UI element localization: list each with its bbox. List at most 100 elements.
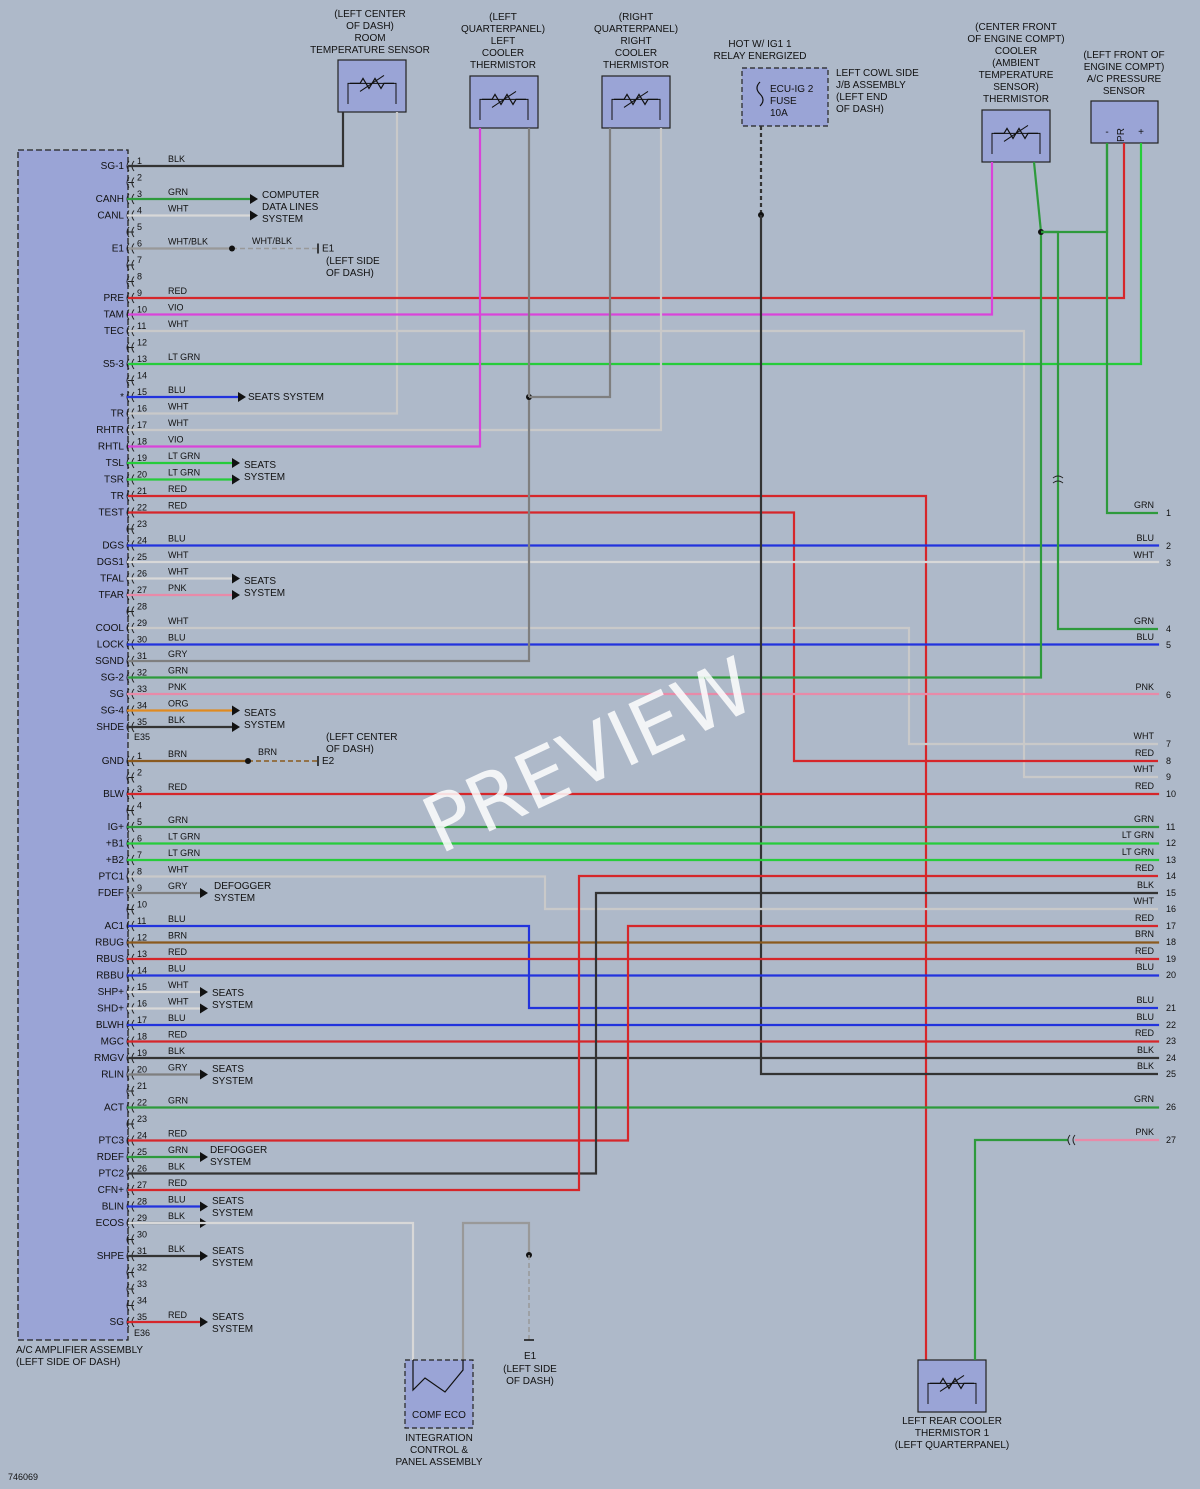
pin-connector-icon — [126, 342, 135, 353]
seats-system-label: SEATS — [212, 1196, 244, 1207]
pin-signal-name: * — [120, 392, 124, 403]
pin-signal-name: TEC — [104, 326, 124, 337]
pin-number: 13 — [137, 354, 147, 364]
pin-signal-name: IG+ — [108, 822, 125, 833]
junction-dot — [245, 758, 251, 764]
amplifier-title: A/C AMPLIFIER ASSEMBLY — [16, 1345, 143, 1356]
jb-label: J/B ASSEMBLY — [836, 80, 906, 91]
ground-e1b-label: E1 — [524, 1351, 537, 1362]
seats-system-label: SEATS — [212, 988, 244, 999]
pin-number: 15 — [137, 982, 147, 992]
pin-signal-name: TSR — [104, 475, 124, 486]
wire-color-label: PNK — [168, 682, 187, 692]
wire-ecos-wht — [128, 1221, 415, 1360]
pin-number: 25 — [137, 1147, 147, 1157]
arrow-icon — [200, 888, 208, 898]
thermistor-arrow — [491, 90, 517, 108]
terminal-wire-color: GRN — [1134, 616, 1154, 626]
ground-e2-location: OF DASH) — [326, 744, 374, 755]
pin-number: 13 — [137, 949, 147, 959]
terminal-wire-color: BRN — [1135, 929, 1154, 939]
pin-number: 29 — [137, 618, 147, 628]
ambient-sensor-label: TEMPERATURE — [979, 70, 1054, 81]
pin-connector-icon — [126, 375, 135, 386]
wire-cool-wht — [128, 626, 1158, 746]
defogger-system-label: SYSTEM — [210, 1157, 251, 1168]
terminal-number: 10 — [1166, 789, 1176, 799]
terminal-number: 14 — [1166, 871, 1176, 881]
pin-number: 27 — [137, 1180, 147, 1190]
room-temperature-sensor-thermistor-icon — [350, 74, 394, 92]
pin-signal-name: PTC2 — [98, 1169, 124, 1180]
pin-number: 33 — [137, 684, 147, 694]
seats-system-label: SEATS — [212, 1064, 244, 1075]
pin-signal-name: TEST — [98, 508, 124, 519]
pin-number: 21 — [137, 486, 147, 496]
ac-amplifier-box — [17, 149, 129, 1341]
right-cooler-thermistor — [601, 75, 671, 129]
pin-signal-name: RLIN — [101, 1070, 124, 1081]
pin-number: 18 — [137, 437, 147, 447]
pin-signal-name: GND — [102, 756, 124, 767]
pin-number: 21 — [137, 1081, 147, 1091]
seats-system-label: SEATS — [212, 1246, 244, 1257]
jb-label: LEFT COWL SIDE — [836, 68, 919, 79]
pin-signal-name: SHP+ — [98, 987, 125, 998]
wire-color-label: RED — [168, 1310, 188, 1320]
wire-color-label: GRY — [168, 649, 187, 659]
wire-color-label: BRN — [168, 931, 187, 941]
thermistor-arrow — [623, 90, 649, 108]
integration-panel-label: CONTROL & — [410, 1445, 468, 1456]
pin-number: 6 — [137, 239, 142, 249]
terminal-wire-color: WHT — [1134, 896, 1155, 906]
pin-connector-icon — [126, 1118, 135, 1130]
ground-e1b-location: (LEFT SIDE — [503, 1364, 557, 1375]
pin-connector-icon — [126, 1283, 135, 1295]
seats-system-label: SYSTEM — [212, 1000, 253, 1011]
seats-system-label: SEATS — [212, 1312, 244, 1323]
pin-number: 29 — [137, 1213, 147, 1223]
pressure-pin-label: + — [1138, 127, 1144, 138]
wire-color-label: BLK — [168, 154, 185, 164]
terminal-number: 15 — [1166, 888, 1176, 898]
terminal-wire-color: LT GRN — [1122, 830, 1154, 840]
pin-number: 20 — [137, 470, 147, 480]
pin-number: 17 — [137, 420, 147, 430]
thermistor-arrow — [1003, 124, 1029, 142]
left-thermistor-label: (LEFT — [489, 12, 517, 23]
arrow-icon — [232, 458, 240, 468]
terminal-number: 18 — [1166, 937, 1176, 947]
pin-signal-name: RMGV — [94, 1053, 124, 1064]
right-thermistor-label: COOLER — [615, 48, 657, 59]
wire-color-label: GRN — [168, 815, 188, 825]
seats-system-label: SYSTEM — [212, 1324, 253, 1335]
terminal-wire-color: BLU — [1136, 533, 1154, 543]
seats-system-label: SYSTEM — [212, 1258, 253, 1269]
terminal-number: 11 — [1166, 822, 1175, 832]
pin-number: 32 — [137, 668, 147, 678]
terminal-number: 22 — [1166, 1020, 1176, 1030]
pin-signal-name: RBBU — [96, 971, 124, 982]
pin-signal-name: TFAL — [100, 574, 124, 585]
thermistor-arrow — [939, 1374, 965, 1392]
wire-color-label: WHT — [168, 550, 189, 560]
pin-connector-icon — [126, 1300, 135, 1311]
wire-color-label: BLK — [168, 1211, 185, 1221]
pin-number: 18 — [137, 1032, 147, 1042]
pin-signal-name: SG — [110, 689, 125, 700]
terminal-wire-color: GRN — [1134, 1094, 1154, 1104]
wire-color-label: RED — [168, 1178, 188, 1188]
terminal-number: 12 — [1166, 838, 1176, 848]
pin-connector-icon — [126, 177, 135, 188]
arrow-icon — [250, 194, 258, 204]
rear-thermistor-label: LEFT REAR COOLER — [902, 1416, 1002, 1427]
pressure-pin-label: PR — [1116, 128, 1127, 142]
jb-fuse-box — [741, 67, 829, 127]
pin-number: 30 — [137, 635, 147, 645]
pin-number: 23 — [137, 519, 147, 529]
pin-connector-icon — [126, 276, 135, 287]
wire-color-label: WHT — [168, 319, 189, 329]
terminal-wire-color: WHT — [1134, 731, 1155, 741]
pin-connector-icon — [126, 904, 135, 915]
